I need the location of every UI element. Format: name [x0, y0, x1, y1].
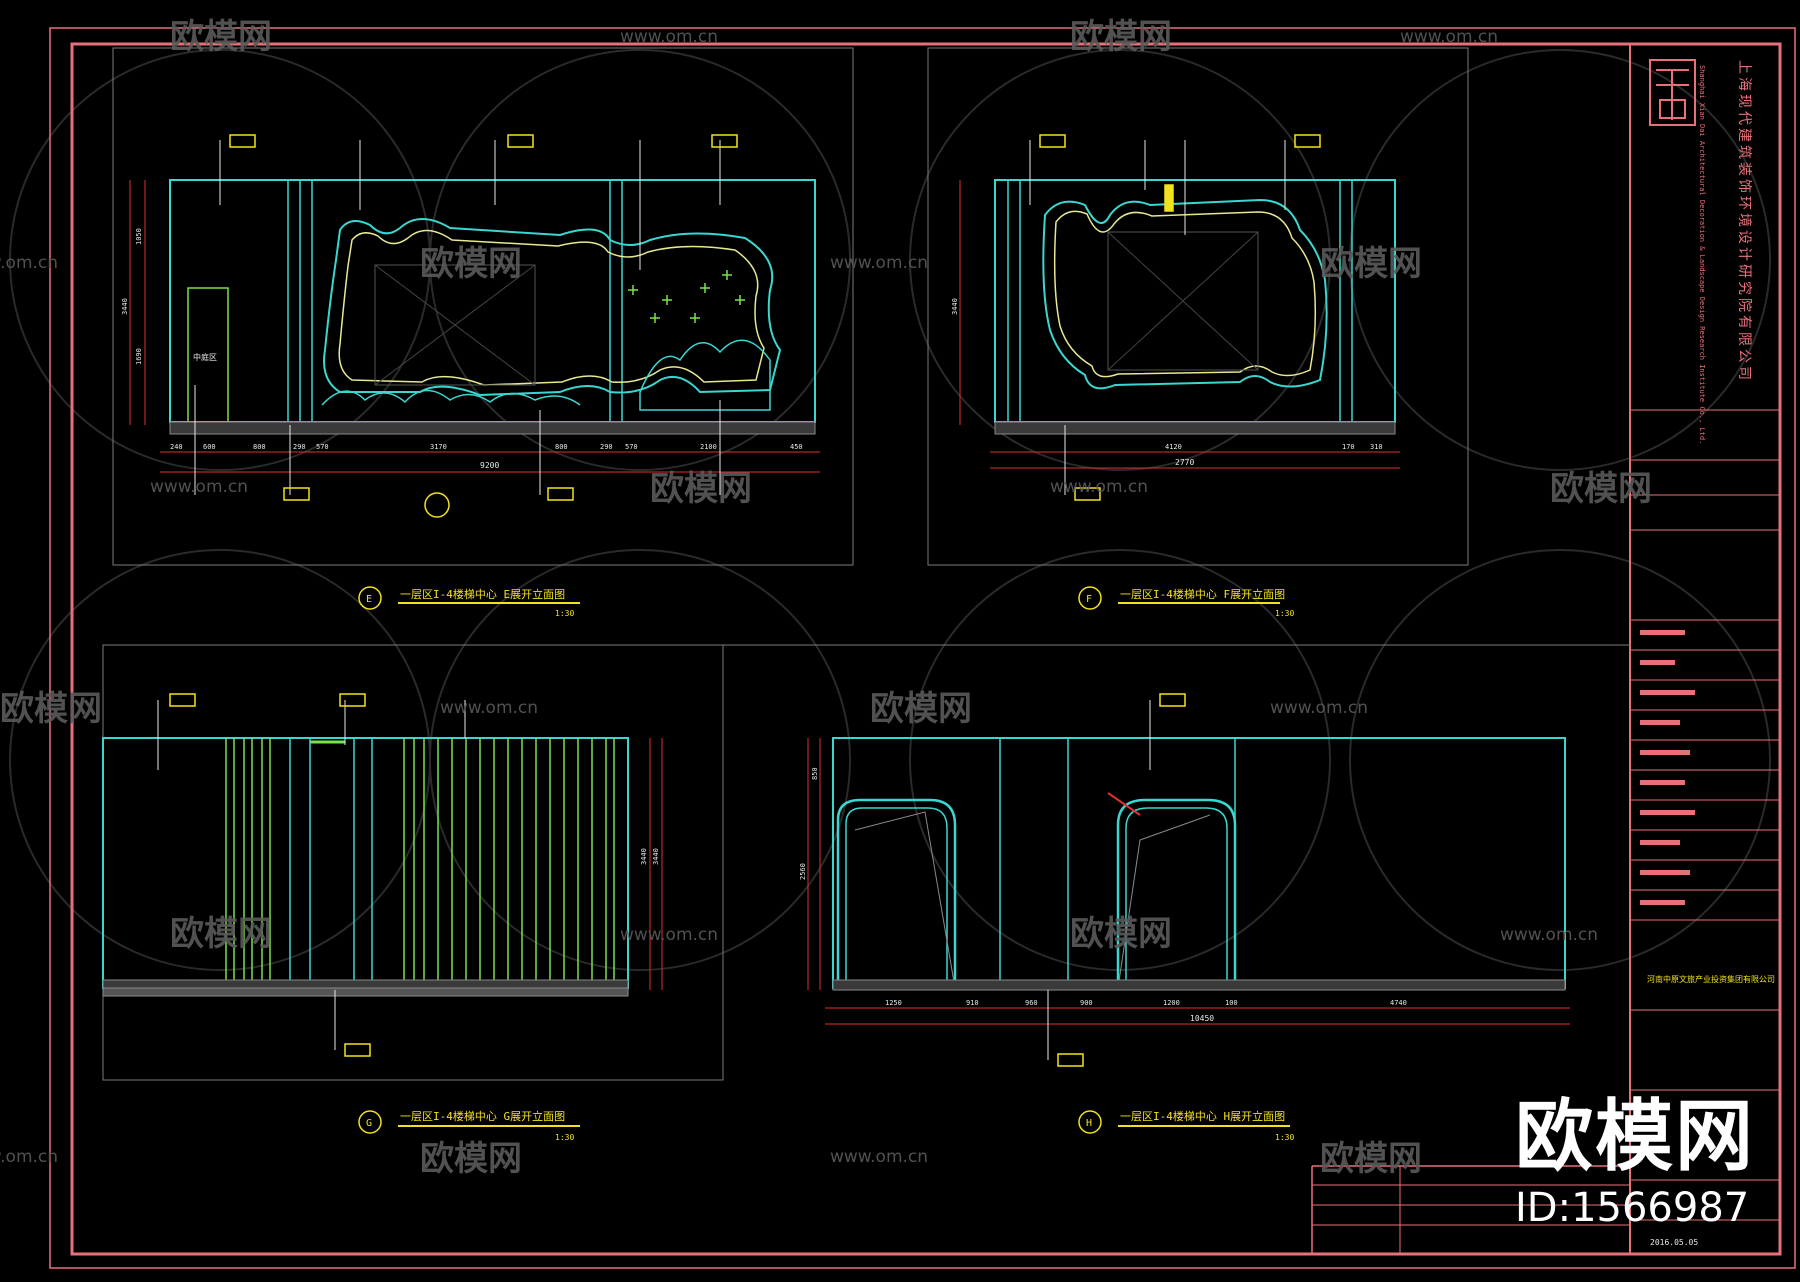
dim-label: 170	[1342, 443, 1355, 451]
dim-label: 3170	[430, 443, 447, 451]
view-h-scale: 1:30	[1275, 1133, 1294, 1142]
watermark-brand: 欧模网	[1550, 469, 1652, 509]
view-f-title: 一层区I-4楼梯中心 F展开立面图	[1120, 587, 1285, 601]
dim-label: 3440	[951, 298, 959, 315]
watermark-brand-large: 欧模网	[1515, 1092, 1756, 1182]
view-e-dims-left: 1050 3440 1690	[121, 228, 143, 365]
view-g-id: G	[366, 1118, 372, 1129]
watermark-circles	[9, 49, 1771, 971]
view-f-dims-bottom: 4120 170 310	[1165, 443, 1383, 451]
sheet-frame	[49, 27, 1796, 1269]
dim-label: 1200	[1163, 999, 1180, 1007]
dim-label: 4740	[1390, 999, 1407, 1007]
elevation-view-f: F 一层区I-4楼梯中心 F展开立面图 1:30 2770 4120 170 3…	[951, 134, 1400, 618]
view-g-title: 一层区I-4楼梯中心 G展开立面图	[400, 1109, 565, 1123]
dim-label: 850	[811, 767, 819, 780]
dim-label: 800	[555, 443, 568, 451]
watermark-brand: 欧模网	[170, 914, 272, 954]
watermark-brand: 欧模网	[1320, 244, 1422, 284]
watermark-site: www.om.cn	[1400, 27, 1498, 47]
view-e-dims-bottom: 240 600 800 290 570 3170 800 290 570 210…	[170, 443, 803, 451]
view-f-id: F	[1086, 594, 1092, 605]
watermark-brand: 欧模网	[1070, 17, 1172, 57]
view-h-dims-left: 850 2560	[799, 767, 819, 880]
watermark-site: www.om.cn	[1270, 698, 1368, 718]
dim-label: 4120	[1165, 443, 1182, 451]
dim-label: 910	[966, 999, 979, 1007]
watermark-site: www.om.cn	[0, 253, 58, 273]
watermark-site: www.om.cn	[150, 477, 248, 497]
dim-label: 1250	[885, 999, 902, 1007]
dim-label: 800	[253, 443, 266, 451]
view-h-total: 10450	[1190, 1014, 1214, 1023]
view-h-dims-bottom: 1250 910 960 900 1200 100 4740	[885, 999, 1407, 1007]
dim-label: 3440	[652, 848, 660, 865]
dim-label: 450	[790, 443, 803, 451]
watermark-site: www.om.cn	[440, 698, 538, 718]
watermark-site: www.om.cn	[1500, 925, 1598, 945]
watermark-site: www.om.cn	[830, 1147, 928, 1167]
watermark-brand: 欧模网	[1320, 1139, 1422, 1179]
elevation-view-e: 中庭区 E 一层区I-4楼梯中心 E展开立面图 1:30 9200 240 60…	[121, 134, 820, 618]
watermark-brand: 欧模网	[870, 689, 972, 729]
company-logo	[1649, 59, 1696, 126]
drawing-date: 2016.05.05	[1650, 1238, 1698, 1247]
view-g-dims-right: 3440 3440	[640, 848, 660, 865]
view-f-total: 2770	[1175, 458, 1194, 467]
view-e-title: 一层区I-4楼梯中心 E展开立面图	[400, 587, 565, 601]
elevation-view-g: G 一层区I-4楼梯中心 G展开立面图 1:30 3440 3440	[102, 693, 663, 1142]
watermark-site: www.om.cn	[620, 27, 718, 47]
dim-label: 2100	[700, 443, 717, 451]
watermark-site: www.om.cn	[830, 253, 928, 273]
view-h-title: 一层区I-4楼梯中心 H展开立面图	[1120, 1109, 1285, 1123]
dim-label: 310	[1370, 443, 1383, 451]
company-name-en: Shanghai Xian Dai Architectural Decorati…	[1698, 65, 1706, 444]
watermark-site: www.om.cn	[620, 925, 718, 945]
view-e-id: E	[366, 594, 372, 605]
watermark-brand: 欧模网	[420, 1139, 522, 1179]
dim-label: 240	[170, 443, 183, 451]
watermark-site: www.om.cn	[1050, 477, 1148, 497]
dim-label: 600	[203, 443, 216, 451]
dim-label: 290	[600, 443, 613, 451]
dim-label: 570	[316, 443, 329, 451]
view-e-scale: 1:30	[555, 609, 574, 618]
view-h-id: H	[1086, 1118, 1092, 1129]
watermark-brand: 欧模网	[420, 244, 522, 284]
dim-label: 1050	[135, 228, 143, 245]
watermark-brand: 欧模网	[0, 689, 102, 729]
dim-label: 3440	[121, 298, 129, 315]
view-panels	[102, 47, 1630, 1081]
dim-label: 960	[1025, 999, 1038, 1007]
title-block: 上海现代建筑装饰环境设计研究院有限公司 Shanghai Xian Dai Ar…	[1312, 59, 1780, 1254]
dim-label: 2560	[799, 863, 807, 880]
watermark-brand: 欧模网	[1070, 914, 1172, 954]
client-name: 河南中原文旅产业投资集团有限公司	[1647, 974, 1775, 984]
dim-label: 3440	[640, 848, 648, 865]
dim-label: 900	[1080, 999, 1093, 1007]
view-f-scale: 1:30	[1275, 609, 1294, 618]
dim-label: 100	[1225, 999, 1238, 1007]
dim-label: 290	[293, 443, 306, 451]
watermarks: 欧模网 欧模网 欧模网 欧模网 欧模网 欧模网 欧模网 欧模网 欧模网 欧模网 …	[0, 17, 1652, 1179]
company-name-cn: 上海现代建筑装饰环境设计研究院有限公司	[1736, 60, 1752, 383]
view-e-total: 9200	[480, 461, 499, 470]
watermark-brand: 欧模网	[650, 469, 752, 509]
door-label: 中庭区	[193, 352, 217, 362]
dim-label: 570	[625, 443, 638, 451]
watermark-id: ID:1566987	[1515, 1185, 1750, 1231]
view-g-scale: 1:30	[555, 1133, 574, 1142]
elevation-view-h: H 一层区I-4楼梯中心 H展开立面图 1:30 10450 1250 910 …	[799, 693, 1570, 1142]
watermark-brand: 欧模网	[170, 17, 272, 57]
dim-label: 1690	[135, 348, 143, 365]
watermark-site: www.om.cn	[0, 1147, 58, 1167]
